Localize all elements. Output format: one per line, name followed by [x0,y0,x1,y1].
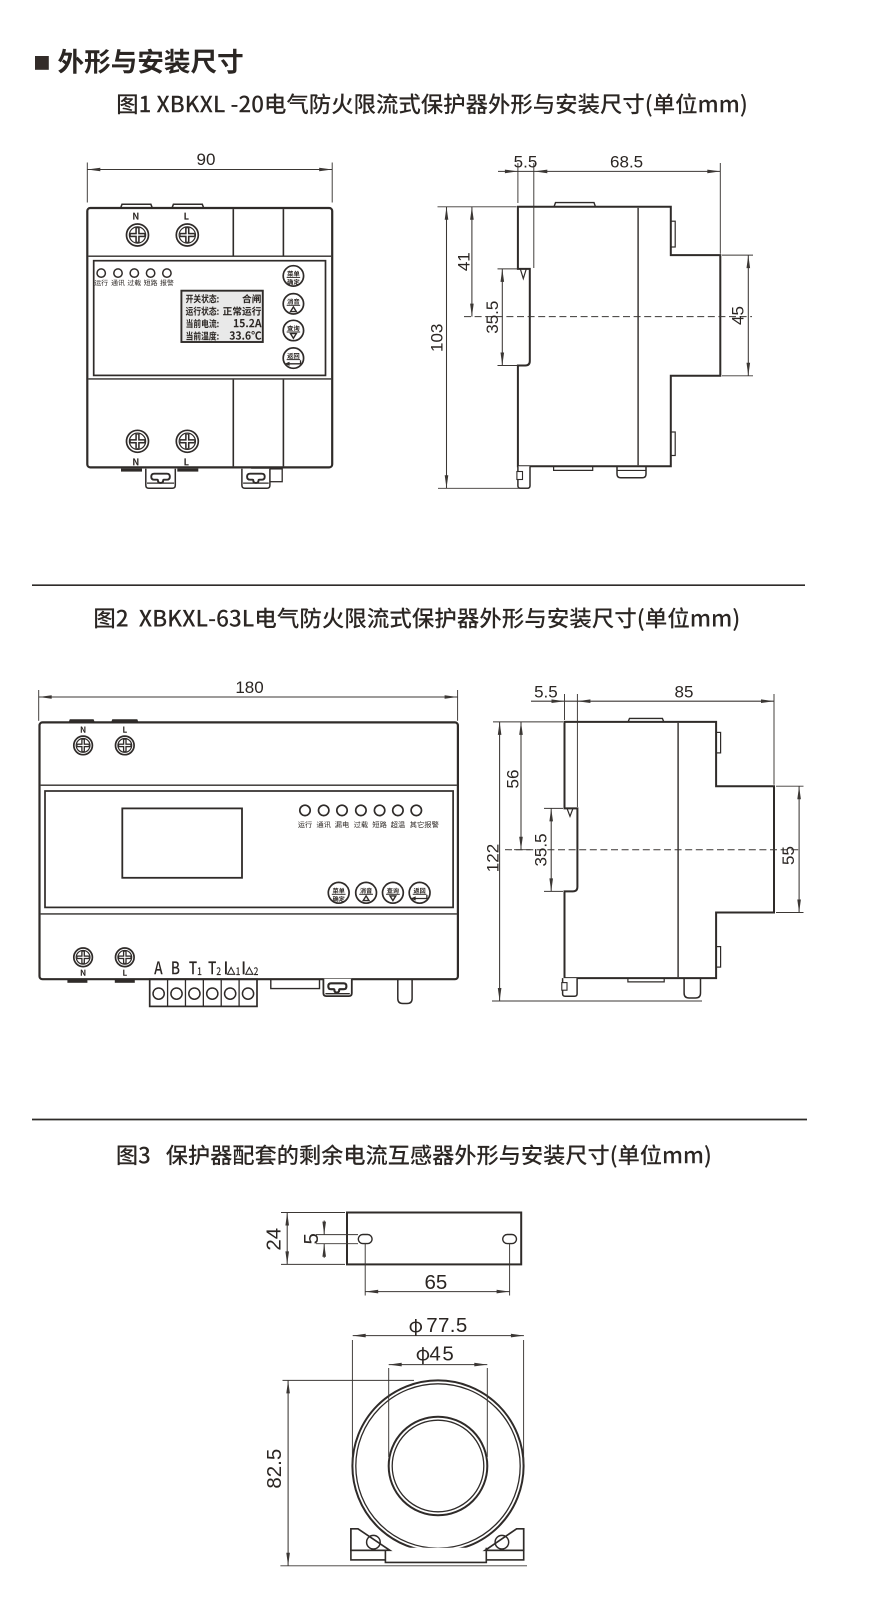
svg-text:180: 180 [235,678,263,697]
svg-text:82.5: 82.5 [263,1449,286,1489]
svg-text:5.5: 5.5 [514,152,538,171]
svg-text:55: 55 [779,846,798,865]
svg-text:24: 24 [263,1228,286,1251]
svg-text:35.5: 35.5 [532,833,551,866]
svg-text:56: 56 [504,770,523,789]
svg-text:5: 5 [300,1233,323,1244]
svg-text:85: 85 [675,683,694,702]
svg-text:68.5: 68.5 [610,152,643,171]
svg-text:41: 41 [454,252,473,271]
svg-text:103: 103 [427,324,446,352]
svg-text:122: 122 [483,844,502,872]
svg-text:5.5: 5.5 [534,683,558,702]
svg-text:35.5: 35.5 [483,301,502,334]
svg-text:77.5: 77.5 [426,1314,468,1337]
svg-text:90: 90 [197,150,216,169]
svg-text:65: 65 [424,1271,447,1294]
svg-text:45: 45 [729,306,748,325]
svg-text:45: 45 [429,1342,455,1365]
